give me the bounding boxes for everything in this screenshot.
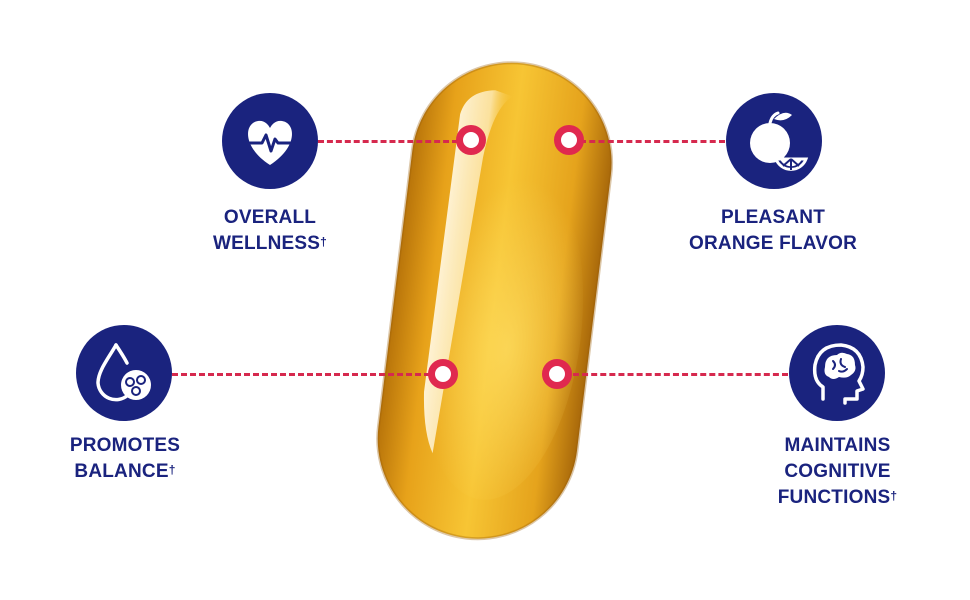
cognitive-dagger: † <box>890 489 898 503</box>
promotes-balance-label: PROMOTES BALANCE† <box>40 433 210 485</box>
heart-pulse-icon <box>248 120 292 165</box>
marker-overall-wellness <box>456 125 486 155</box>
marker-cognitive <box>542 359 572 389</box>
cognitive-line3-row: FUNCTIONS† <box>750 485 925 511</box>
orange-flavor-line1: PLEASANT <box>721 207 825 228</box>
overall-wellness-line1: OVERALL <box>223 207 317 228</box>
connector-line-cognitive <box>573 373 788 376</box>
cognitive-line3: FUNCTIONS <box>777 487 891 508</box>
overall-wellness-dagger: † <box>320 235 328 249</box>
promotes-balance-line2-row: BALANCE† <box>40 459 210 485</box>
overall-wellness-line2: WELLNESS <box>212 233 321 254</box>
overall-wellness-badge <box>222 93 318 189</box>
connector-line-promotes-balance <box>172 373 430 376</box>
overall-wellness-line2-row: WELLNESS† <box>185 231 355 257</box>
orange-flavor-badge <box>726 93 822 189</box>
promotes-balance-badge <box>76 325 172 421</box>
brain-head-icon <box>812 343 865 405</box>
cognitive-line2: COGNITIVE <box>784 461 891 482</box>
orange-flavor-label: PLEASANT ORANGE FLAVOR <box>668 205 878 257</box>
promotes-balance-line2: BALANCE <box>74 461 169 482</box>
marker-promotes-balance <box>428 359 458 389</box>
cognitive-line1: MAINTAINS <box>784 435 891 456</box>
overall-wellness-label: OVERALL WELLNESS† <box>185 205 355 257</box>
connector-line-orange-flavor <box>580 140 725 143</box>
promotes-balance-dagger: † <box>168 463 176 477</box>
marker-orange-flavor <box>554 125 584 155</box>
connector-line-overall-wellness <box>318 140 458 143</box>
droplet-cells-icon <box>96 343 151 402</box>
promotes-balance-line1: PROMOTES <box>69 435 181 456</box>
cognitive-label: MAINTAINS COGNITIVE FUNCTIONS† <box>750 433 925 511</box>
orange-fruit-icon <box>750 111 809 171</box>
orange-flavor-line2: ORANGE FLAVOR <box>689 233 857 254</box>
cognitive-badge <box>789 325 885 421</box>
